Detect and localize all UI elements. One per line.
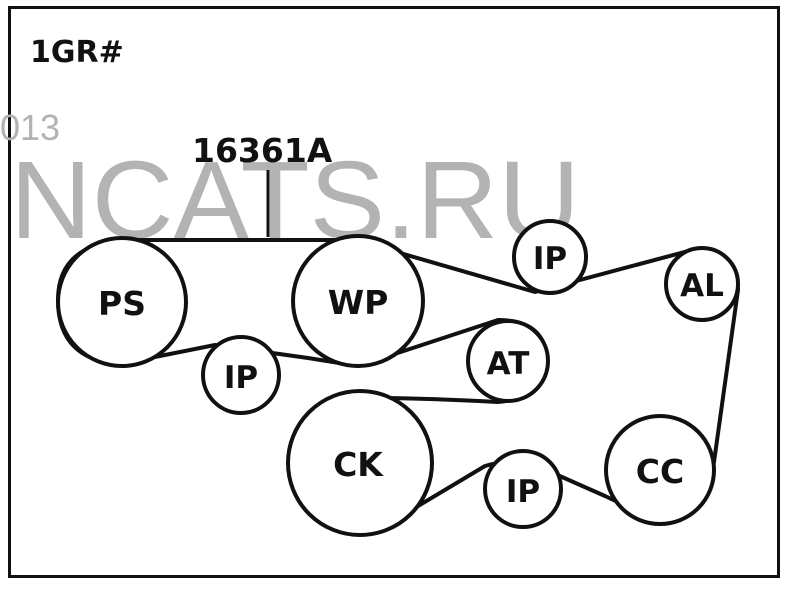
pulley-at: AT: [466, 319, 550, 403]
pulley-cc: CC: [604, 414, 716, 526]
pulley-ip-left: IP: [201, 335, 281, 415]
pulley-ip-lower: IP: [483, 449, 563, 529]
engine-code-label: 1GR#: [30, 35, 124, 70]
belt-part-number-label: 16361A: [192, 131, 333, 170]
pulley-ps: PS: [56, 236, 188, 368]
pulley-ip-left-label: IP: [224, 360, 258, 396]
pulley-ck-label: CK: [333, 445, 384, 484]
pulley-al: AL: [664, 246, 740, 322]
pulley-ck: CK: [286, 389, 434, 537]
watermark-fragment: 013: [0, 107, 60, 148]
pulley-ip-upper-label: IP: [533, 241, 567, 277]
pulley-wp-label: WP: [328, 283, 389, 322]
pulley-ip-upper: IP: [512, 219, 588, 295]
pulley-al-label: AL: [680, 268, 724, 304]
pulley-cc-label: CC: [636, 452, 684, 491]
pulley-ps-label: PS: [98, 284, 146, 323]
pulley-at-label: AT: [487, 346, 530, 382]
pulley-ip-lower-label: IP: [506, 474, 540, 510]
pulley-wp: WP: [291, 234, 425, 368]
